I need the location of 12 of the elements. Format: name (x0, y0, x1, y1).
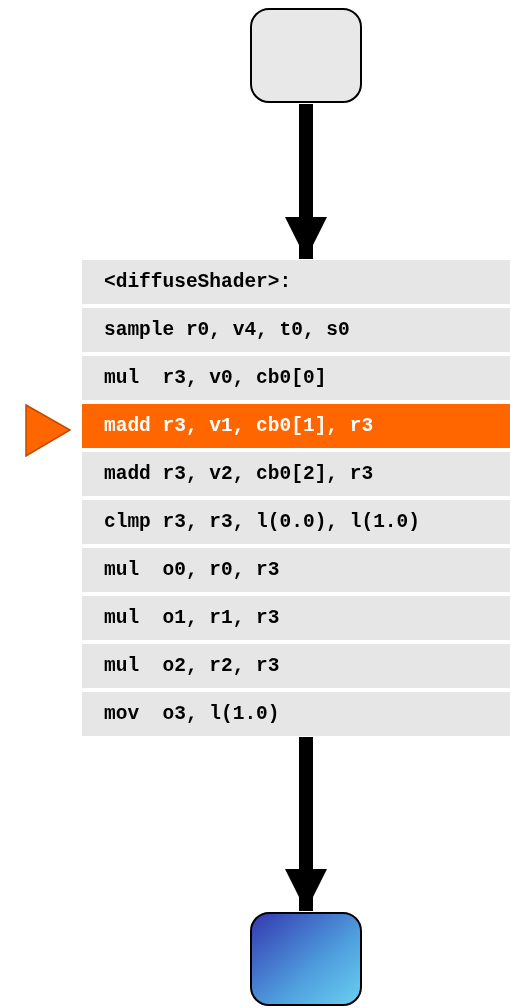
arrow (285, 737, 327, 911)
code-text: mul o0, r0, r3 (104, 559, 280, 581)
code-text: madd r3, v1, cb0[1], r3 (104, 415, 374, 437)
arrow (285, 104, 327, 259)
code-text: madd r3, v2, cb0[2], r3 (104, 463, 374, 485)
code-text: clmp r3, r3, l(0.0), l(1.0) (104, 511, 420, 533)
code-text: <diffuseShader>: (104, 271, 292, 293)
code-text: mov o3, l(1.0) (104, 703, 280, 725)
code-text: mul o2, r2, r3 (104, 655, 280, 677)
code-text: mul o1, r1, r3 (104, 607, 280, 629)
code-text: mul r3, v0, cb0[0] (104, 367, 327, 389)
code-text: sample r0, v4, t0, s0 (104, 319, 350, 341)
